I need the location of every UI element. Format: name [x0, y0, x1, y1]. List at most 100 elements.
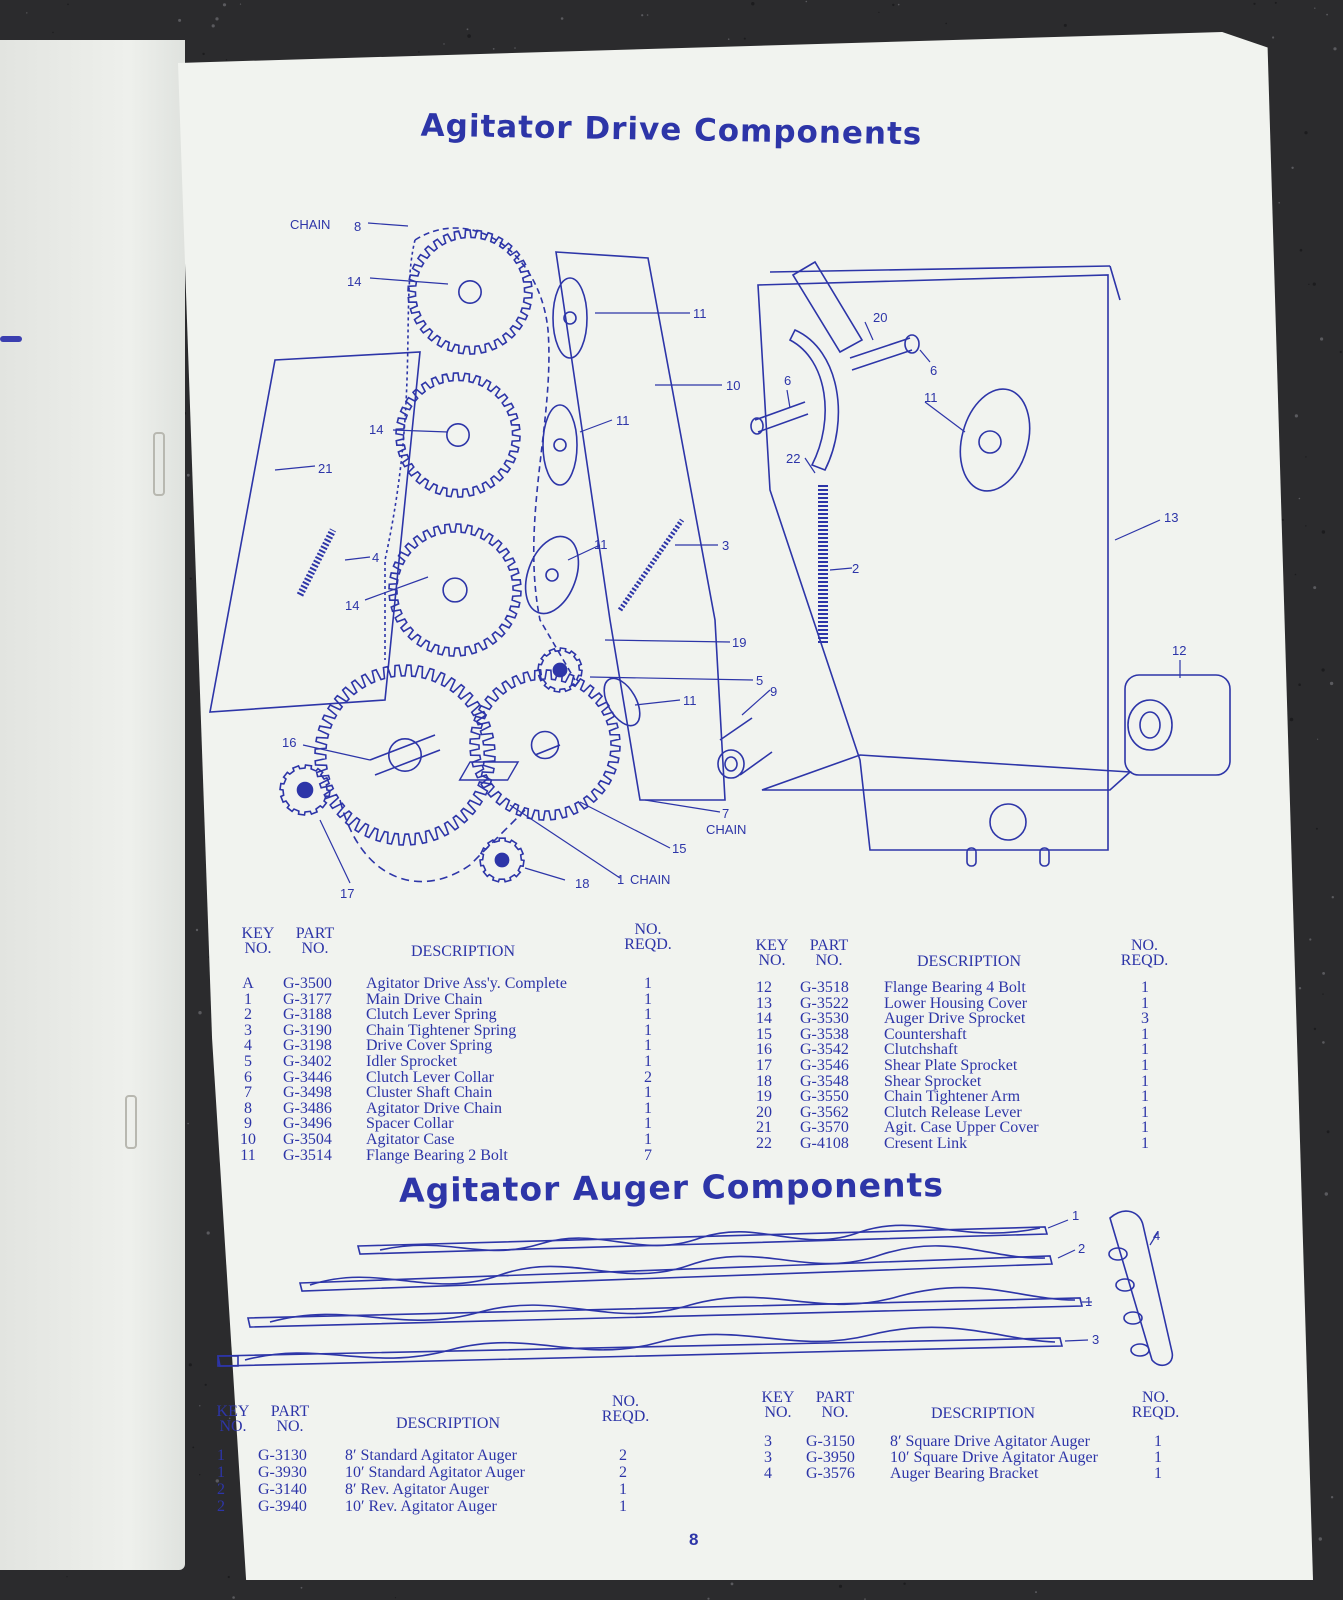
description: Lower Housing Cover — [884, 994, 1028, 1012]
key-no: 6 — [244, 1068, 252, 1086]
description: 8′ Rev. Agitator Auger — [345, 1481, 489, 1498]
description: Spacer Collar — [366, 1115, 454, 1133]
description: Clutchshaft — [884, 1041, 958, 1059]
part-no: G-3177 — [283, 990, 332, 1008]
leader-lines — [274, 222, 1181, 884]
qty-required: 1 — [1141, 1119, 1149, 1137]
key-no: 4 — [244, 1037, 252, 1055]
description: Countershaft — [884, 1025, 967, 1043]
qty-required: 1 — [1141, 994, 1149, 1012]
part-no: G-3150 — [806, 1433, 855, 1450]
part-no: G-3546 — [800, 1057, 849, 1074]
callout-14c: 14 — [345, 598, 359, 613]
ink-mark — [0, 336, 22, 342]
description: 10′ Square Drive Agitator Auger — [890, 1449, 1098, 1466]
key-no: 12 — [756, 979, 772, 996]
callout-6a: 6 — [930, 363, 937, 378]
key-no: 2 — [244, 1006, 252, 1024]
description: Agitator Drive Chain — [366, 1099, 502, 1117]
auger-bearing-bracket — [1108, 1210, 1174, 1367]
part-no: G-3518 — [800, 979, 849, 996]
part-no: G-3538 — [800, 1025, 849, 1043]
left-facing-page — [0, 40, 185, 1570]
description: Agitator Case — [366, 1131, 455, 1148]
part-no: G-3522 — [800, 994, 849, 1012]
auger-parts-table-left: KEY NO. PART NO. DESCRIPTION NO. REQD. 1… — [213, 1394, 663, 1524]
drive-cover-spring — [296, 528, 337, 597]
part-no: G-3950 — [806, 1449, 855, 1466]
manual-page — [178, 32, 1313, 1580]
part-no: G-3198 — [283, 1037, 332, 1055]
key-no: 3 — [764, 1449, 772, 1466]
callout-6b: 6 — [784, 373, 791, 388]
col-desc-header: DESCRIPTION — [930, 1405, 1035, 1422]
key-no: 2 — [217, 1481, 225, 1498]
callout-auger-1-mid: 1 — [1085, 1294, 1092, 1309]
staple-top — [153, 432, 165, 496]
key-no: 18 — [756, 1072, 772, 1090]
key-no: 15 — [756, 1025, 772, 1043]
description: 8′ Square Drive Agitator Auger — [890, 1433, 1090, 1450]
idler-sprocket — [537, 647, 583, 693]
auger-drive-sprocket — [388, 523, 522, 657]
key-no: 3 — [764, 1433, 772, 1450]
staple-bottom — [125, 1095, 137, 1149]
flange-bearing — [603, 677, 641, 727]
qty-required: 1 — [1141, 1041, 1149, 1059]
shear-plate — [761, 754, 1132, 791]
qty-required: 1 — [1141, 1135, 1149, 1152]
part-no: G-3446 — [283, 1068, 332, 1086]
qty-required: 1 — [1141, 1103, 1149, 1121]
drive-parts-table-left: KEY NO. PART NO. DESCRIPTION NO. REQD. A… — [238, 922, 678, 1166]
part-no: G-3576 — [806, 1465, 855, 1482]
qty-required: 1 — [1141, 979, 1149, 996]
part-no: G-3930 — [258, 1464, 307, 1481]
flange-bearing — [552, 277, 588, 359]
qty-required: 1 — [644, 1053, 652, 1070]
qty-required: 1 — [644, 975, 652, 992]
key-no: 10 — [240, 1131, 256, 1148]
key-no: 7 — [244, 1084, 252, 1102]
col-qty-header: NO. REQD. — [624, 921, 672, 953]
callout-7: 7 — [722, 806, 729, 821]
drive-linework — [209, 227, 1231, 883]
callout-16: 16 — [282, 735, 296, 750]
description: 10′ Standard Agitator Auger — [345, 1464, 525, 1481]
flange-bearing — [959, 388, 1031, 492]
callout-2: 2 — [852, 561, 859, 576]
part-no: G-3548 — [800, 1072, 849, 1090]
callout-14b: 14 — [369, 422, 383, 437]
col-key-header: KEY NO. — [216, 1403, 250, 1435]
callout-5: 5 — [756, 673, 763, 688]
key-no: 1 — [217, 1447, 225, 1464]
callout-19: 19 — [732, 635, 746, 650]
description: Cresent Link — [884, 1135, 968, 1152]
callout-11e: 11 — [924, 390, 938, 405]
callout-chain-7: CHAIN — [706, 822, 746, 837]
callout-12: 12 — [1172, 643, 1186, 658]
flange-bearing-4-bolt — [1124, 674, 1231, 776]
auger-2 — [298, 1245, 1054, 1292]
col-part-header: PART NO. — [815, 1389, 855, 1421]
main-sprocket — [314, 664, 496, 846]
key-no: 5 — [244, 1053, 252, 1070]
callout-1: 1 — [617, 872, 624, 887]
part-no: G-3504 — [283, 1131, 332, 1148]
col-key-header: KEY NO. — [241, 925, 275, 957]
